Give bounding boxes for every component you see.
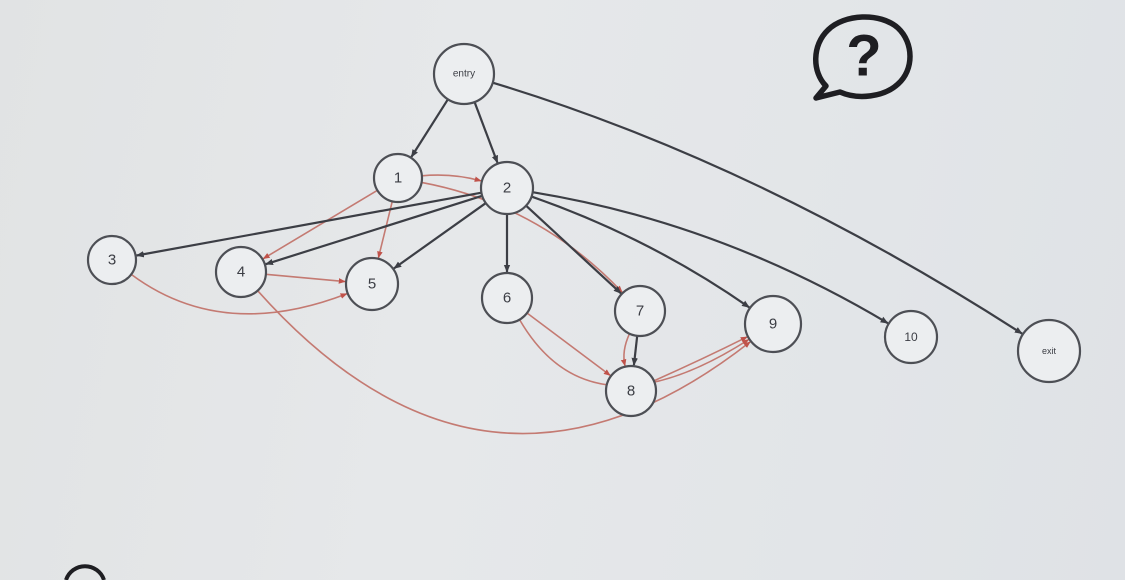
- node-label: 1: [394, 170, 402, 187]
- node-circle: [344, 256, 400, 312]
- node-circle: [372, 152, 424, 204]
- node-n4[interactable]: 4: [214, 245, 268, 299]
- node-n8[interactable]: 8: [604, 364, 658, 418]
- edge-n2-to-n7-dark: [525, 204, 622, 295]
- edge-entry-to-exit-dark: [492, 81, 1023, 335]
- edge-entry-to-n2-dark: [473, 101, 499, 164]
- node-label: 7: [636, 303, 644, 320]
- edge-n2-to-n3-dark: [135, 191, 482, 258]
- node-circle: [86, 234, 138, 286]
- node-n10[interactable]: 10: [883, 309, 939, 365]
- node-n3[interactable]: 3: [86, 234, 138, 286]
- corner-circle-icon: [64, 564, 106, 580]
- edge-n3-to-n5-red: [130, 273, 348, 315]
- help-speech-bubble-icon[interactable]: ?: [813, 14, 913, 101]
- edge-n7-to-n8-dark: [631, 335, 639, 366]
- node-entry[interactable]: entry: [432, 42, 496, 106]
- node-label: exit: [1042, 346, 1057, 356]
- edge-n1-to-n5-red: [377, 201, 394, 259]
- edge-n2-to-n5-dark: [393, 202, 487, 270]
- edge-n1-to-n7-red: [421, 181, 623, 293]
- node-label: 4: [237, 264, 245, 281]
- node-n6[interactable]: 6: [480, 271, 534, 325]
- node-circle: [1016, 318, 1082, 384]
- edge-n2-to-n4-dark: [265, 194, 483, 266]
- node-label: 3: [108, 252, 116, 269]
- node-n1[interactable]: 1: [372, 152, 424, 204]
- edge-n2-to-n10-dark: [532, 191, 889, 325]
- edge-n8-to-n9-red: [653, 336, 748, 382]
- node-circle: [613, 284, 667, 338]
- edge-n6-to-n8-red: [526, 312, 611, 377]
- node-n7[interactable]: 7: [613, 284, 667, 338]
- node-circle: [214, 245, 268, 299]
- node-circle: [432, 42, 496, 106]
- node-circle: [479, 160, 535, 216]
- node-circle: [743, 294, 803, 354]
- node-label: 5: [368, 276, 376, 293]
- node-label: 6: [503, 290, 511, 307]
- edge-n1-to-n2-red: [421, 174, 482, 182]
- edge-entry-to-n1-dark: [410, 98, 449, 158]
- edge-n2-to-n9-dark: [531, 195, 750, 309]
- node-n2[interactable]: 2: [479, 160, 535, 216]
- node-circle: [883, 309, 939, 365]
- edge-n4-to-n5-red: [265, 273, 346, 284]
- help-question-mark: ?: [846, 24, 881, 89]
- node-label: 2: [503, 180, 511, 197]
- node-exit[interactable]: exit: [1016, 318, 1082, 384]
- nodes-layer: entry 1 2 3 4 5 6 7 8 9 10 exit: [86, 42, 1082, 418]
- edge-n1-to-n4-red: [262, 189, 378, 260]
- edge-n7-to-n8-red: [620, 333, 631, 367]
- node-circle: [480, 271, 534, 325]
- node-label: 10: [904, 330, 918, 344]
- edges-layer: [130, 81, 1023, 435]
- edge-n4-to-n9-red: [257, 290, 751, 435]
- node-n9[interactable]: 9: [743, 294, 803, 354]
- node-label: entry: [453, 69, 475, 80]
- node-label: 9: [769, 316, 777, 333]
- node-label: 8: [627, 383, 635, 400]
- node-circle: [604, 364, 658, 418]
- node-n5[interactable]: 5: [344, 256, 400, 312]
